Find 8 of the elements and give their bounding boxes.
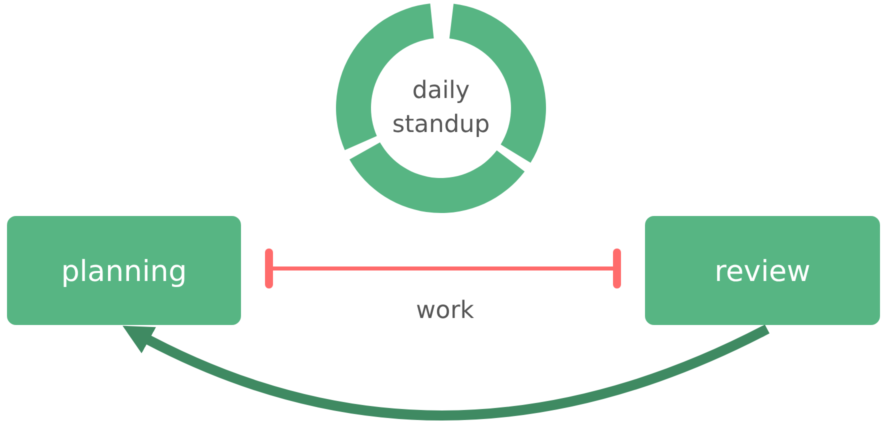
node-label: daily standup — [391, 75, 491, 140]
connector — [265, 248, 621, 288]
node-label: planning — [61, 254, 187, 288]
cycle-ring — [336, 3, 546, 213]
node-label: review — [714, 254, 810, 288]
process-box — [645, 216, 880, 325]
curved-arrow — [122, 324, 770, 420]
process-box — [7, 216, 241, 325]
